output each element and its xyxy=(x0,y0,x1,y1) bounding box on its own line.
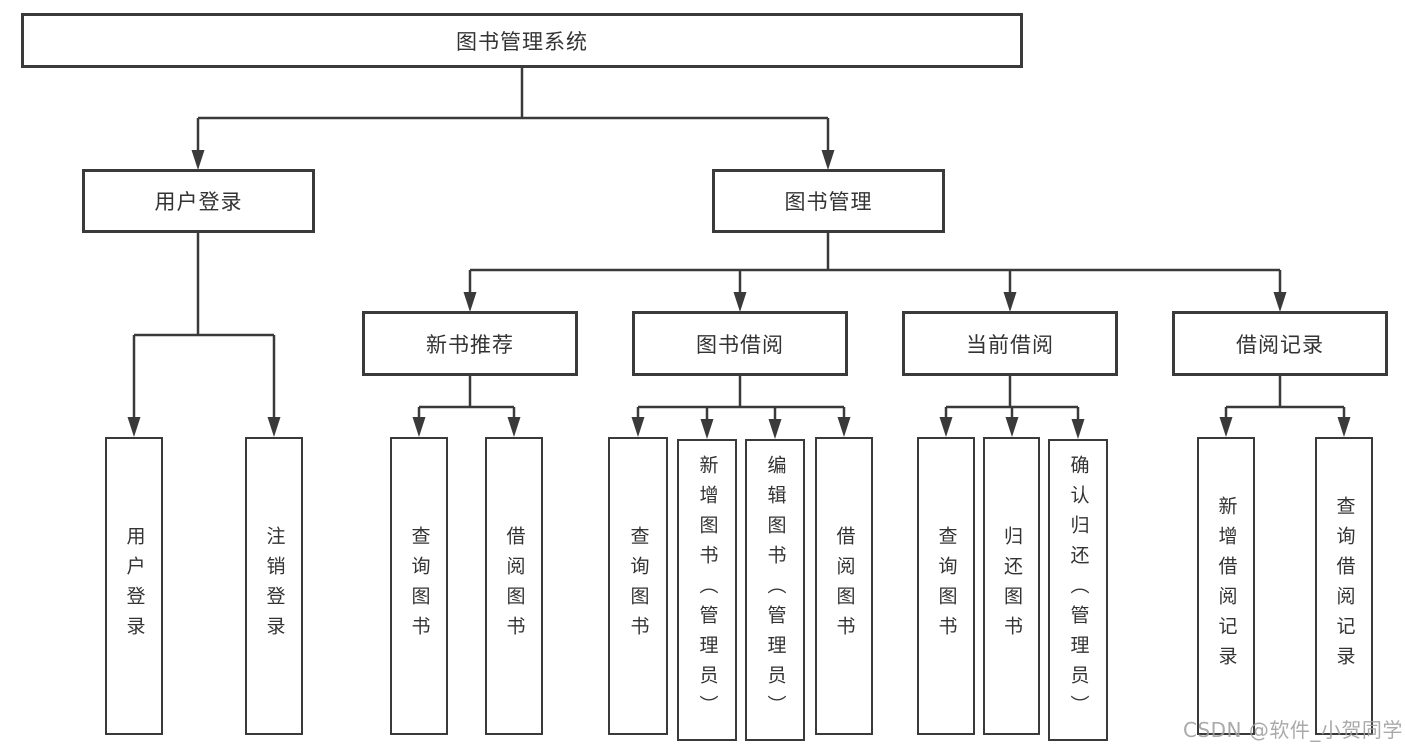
arrow-down-icon xyxy=(267,417,281,437)
leaf-add-books-admin: 新增图书（管理员） xyxy=(677,439,737,741)
leaf-query-books-borrow: 查询图书 xyxy=(608,437,668,735)
leaf-confirm-return-admin: 确认归还（管理员） xyxy=(1048,439,1108,741)
watermark: CSDN @软件_小贺同学 xyxy=(1183,718,1403,742)
arrow-down-icon xyxy=(127,417,141,437)
arrow-down-icon xyxy=(733,292,747,312)
arrow-down-icon xyxy=(700,419,714,439)
arrow-down-icon xyxy=(191,150,205,170)
node-root: 图书管理系统 xyxy=(21,13,1023,68)
leaf-query-books-current: 查询图书 xyxy=(917,437,975,735)
arrow-down-icon xyxy=(463,292,477,312)
node-borrow-records: 借阅记录 xyxy=(1172,311,1388,376)
node-book-management: 图书管理 xyxy=(712,169,945,233)
leaf-query-books-recommend: 查询图书 xyxy=(390,437,448,735)
leaf-borrow-books: 借阅图书 xyxy=(815,437,873,735)
arrow-down-icon xyxy=(768,419,782,439)
node-current-borrow: 当前借阅 xyxy=(902,311,1118,376)
arrow-down-icon xyxy=(939,417,953,437)
leaf-edit-books-admin: 编辑图书（管理员） xyxy=(745,439,805,741)
arrow-down-icon xyxy=(1337,417,1351,437)
leaf-query-borrow-record: 查询借阅记录 xyxy=(1315,437,1373,735)
arrow-down-icon xyxy=(631,417,645,437)
node-user-login: 用户登录 xyxy=(82,169,315,233)
node-new-book-recommend: 新书推荐 xyxy=(362,311,578,376)
arrow-down-icon xyxy=(1003,292,1017,312)
arrow-down-icon xyxy=(1005,417,1019,437)
leaf-logout: 注销登录 xyxy=(245,437,303,735)
arrow-down-icon xyxy=(837,417,851,437)
arrow-down-icon xyxy=(1273,292,1287,312)
leaf-return-books: 归还图书 xyxy=(983,437,1040,735)
arrow-down-icon xyxy=(507,417,521,437)
arrow-down-icon xyxy=(412,417,426,437)
leaf-borrow-books-recommend: 借阅图书 xyxy=(485,437,543,735)
leaf-add-borrow-record: 新增借阅记录 xyxy=(1197,437,1255,735)
node-book-borrow: 图书借阅 xyxy=(632,311,848,376)
arrow-down-icon xyxy=(821,150,835,170)
leaf-user-login: 用户登录 xyxy=(105,437,163,735)
arrow-down-icon xyxy=(1071,419,1085,439)
arrow-down-icon xyxy=(1219,417,1233,437)
